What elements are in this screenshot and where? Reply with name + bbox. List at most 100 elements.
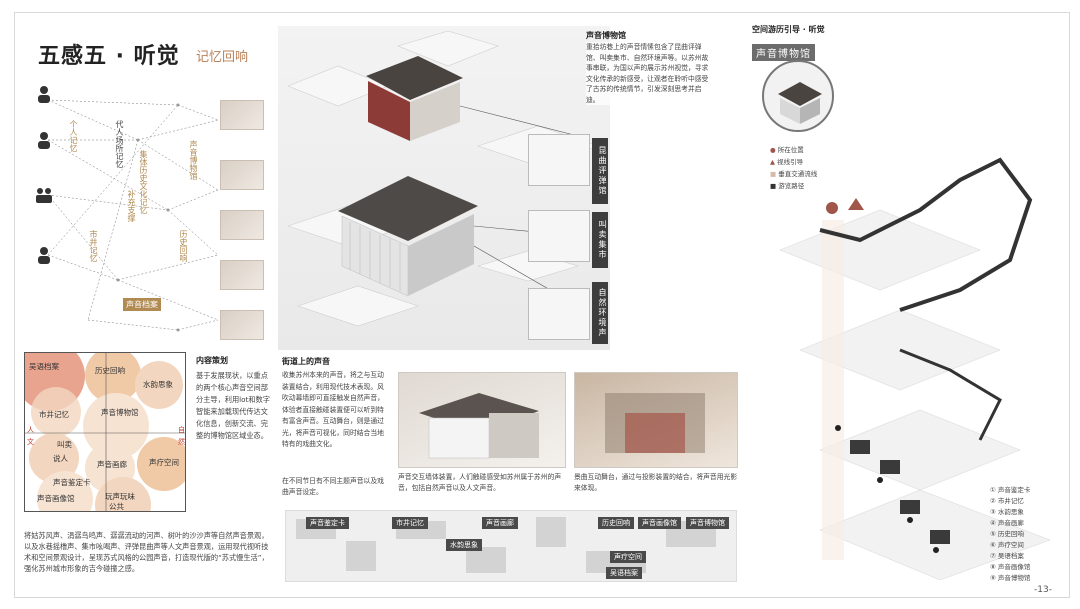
page-subtitle: 记忆回响: [196, 50, 249, 65]
matrix-circle: [135, 361, 183, 409]
adult-person-icon: [38, 132, 50, 149]
network-label: 声音档案: [123, 298, 161, 311]
aerial-tag: 叫卖集市: [592, 212, 608, 268]
photo-thumbnail: [220, 100, 264, 130]
stop-label: 历史回响: [997, 530, 1024, 538]
spatial-route-diagram: [779, 157, 1051, 580]
network-label: 补充支撑: [127, 190, 136, 222]
route-stop: ③ 水韵思象: [990, 506, 1024, 516]
matrix-axis-label: 文: [27, 438, 34, 446]
route-stop: ⑥ 声疗空间: [990, 539, 1024, 549]
family-icon: [36, 188, 52, 203]
stop-number: ①: [990, 486, 996, 494]
route-stop: ⑧ 声音画像馆: [990, 561, 1030, 571]
matrix-item: 历史回响: [95, 366, 125, 375]
location-pin-icon: [826, 202, 838, 214]
legend-label: 垂直交通流线: [778, 170, 818, 178]
route-stop: ④ 声音画廊: [990, 517, 1024, 527]
legend-label: 所在位置: [777, 146, 804, 154]
interactive-wall-caption: 声音交互墙体装置，人们触碰感受如苏州属于苏州的声音，包括自然声音以及人文声音。: [398, 473, 562, 492]
opera-stage-drawing: [605, 393, 705, 453]
museum-callout-circle: [762, 60, 834, 132]
location-pin-icon: ●: [770, 146, 776, 154]
stop-number: ⑦: [990, 552, 996, 560]
tour-route-icon: ■: [770, 182, 777, 190]
museum-text: 重拾坊巷上的声音情愫包含了昆曲评弹馆、叫卖集市、自然环境声等。以苏州故事串联，为…: [586, 42, 714, 105]
page-number: -13-: [1034, 585, 1052, 595]
matrix-circle: [37, 471, 93, 511]
matrix-axis-label: 自: [178, 426, 185, 434]
matrix-item: 声音博物馆: [101, 408, 139, 417]
memory-network-diagram: 集体历史文化记忆 补充支撑 代人场所记忆 声音档案 历史回响 市井记忆 声音博物…: [28, 80, 268, 348]
museum-callout-drawing: [778, 82, 822, 124]
matrix-item: 声疗空间: [149, 458, 179, 467]
matrix-item: 市井记忆: [39, 410, 69, 419]
stop-label: 声疗空间: [997, 541, 1024, 549]
museum-callout-label: 声音博物馆: [752, 44, 815, 61]
matrix-axis-label: 人: [27, 426, 34, 434]
opera-stage-photo: [574, 372, 738, 468]
page-title: 五感五 · 听觉: [38, 44, 180, 69]
matrix-axis-label: 然: [178, 438, 185, 446]
photo-thumbnail: [220, 310, 264, 340]
network-label: 历史回响: [179, 230, 188, 262]
legend-item: ● 所在位置: [770, 144, 804, 154]
interactive-wall-drawing: [419, 393, 539, 459]
stop-number: ⑧: [990, 563, 996, 571]
elder-person-icon: [38, 86, 50, 103]
map-label: 历史回响: [598, 517, 634, 529]
stop-label: 市井记忆: [997, 497, 1024, 505]
matrix-item: 叫卖: [57, 440, 72, 449]
stop-label: 吴语档案: [997, 552, 1024, 560]
interior-vignette: [528, 288, 590, 340]
route-stop: ② 市井记忆: [990, 495, 1024, 505]
aerial-axonometric-view: 昆曲评弹馆 叫卖集市 自然环境声: [278, 26, 610, 350]
interactive-wall-photo: [398, 372, 566, 468]
map-label: 声音鉴定卡: [306, 517, 349, 529]
map-label: 声音画廊: [482, 517, 518, 529]
stop-number: ⑤: [990, 530, 996, 538]
map-label: 声疗空间: [610, 551, 646, 563]
legend-label: 视线引导: [777, 158, 804, 166]
matrix-item: 说人: [53, 454, 68, 463]
network-label: 市井记忆: [89, 230, 98, 262]
matrix-item: 声音鉴定卡: [53, 478, 91, 487]
map-label: 市井记忆: [392, 517, 428, 529]
interior-vignette: [528, 210, 590, 262]
vertical-circulation-icon: ■: [770, 170, 777, 178]
matrix-item: 玩声玩味: [105, 492, 135, 501]
network-label: 代人场所记忆: [115, 120, 124, 168]
matrix-item: 水韵思象: [143, 380, 173, 389]
matrix-item: 声音画像馆: [37, 494, 75, 503]
aerial-tag: 自然环境声: [592, 282, 608, 344]
stop-label: 声音博物馆: [997, 574, 1031, 582]
content-plan-heading: 内容策划: [196, 356, 228, 365]
network-label: 个人记忆: [69, 120, 78, 152]
route-stop: ⑦ 吴语档案: [990, 550, 1024, 560]
matrix-circle: [137, 437, 185, 491]
opera-stage-caption: 景曲互动舞台，通过与投影装置的结合，将声音用光影来体现。: [574, 473, 738, 492]
content-matrix: 吴语档案 历史回响 水韵思象 市井记忆 声音博物馆 叫卖 说人 声音画廊 声疗空…: [24, 352, 186, 512]
photo-thumbnail: [220, 210, 264, 240]
photo-thumbnail: [220, 160, 264, 190]
legend-label: 游览路径: [778, 182, 805, 190]
stop-label: 声音画像馆: [997, 563, 1031, 571]
map-label: 声音画像馆: [638, 517, 681, 529]
stop-label: 声音鉴定卡: [997, 486, 1031, 494]
street-sound-text: 收集苏州本来的声音，将之与互动装置结合，利用现代技术表现。风吹动幕墙即可直接触发…: [282, 371, 384, 448]
stop-label: 声音画廊: [997, 519, 1024, 527]
matrix-axes: [25, 353, 185, 511]
interior-vignette: [528, 134, 590, 186]
stop-number: ②: [990, 497, 996, 505]
stop-number: ⑥: [990, 541, 996, 549]
network-label: 集体历史文化记忆: [139, 150, 148, 214]
legend-item: ■ 游览路径: [770, 180, 804, 190]
stop-label: 水韵思象: [997, 508, 1024, 516]
network-lines: [47, 99, 219, 332]
sightline-icon: ▲: [770, 158, 775, 166]
matrix-circle: [31, 387, 81, 437]
aerial-tag: 昆曲评弹馆: [592, 138, 608, 204]
street-sound-heading: 街道上的声音: [282, 357, 330, 366]
stop-number: ③: [990, 508, 996, 516]
legend-item: ▲ 视线引导: [770, 156, 803, 166]
